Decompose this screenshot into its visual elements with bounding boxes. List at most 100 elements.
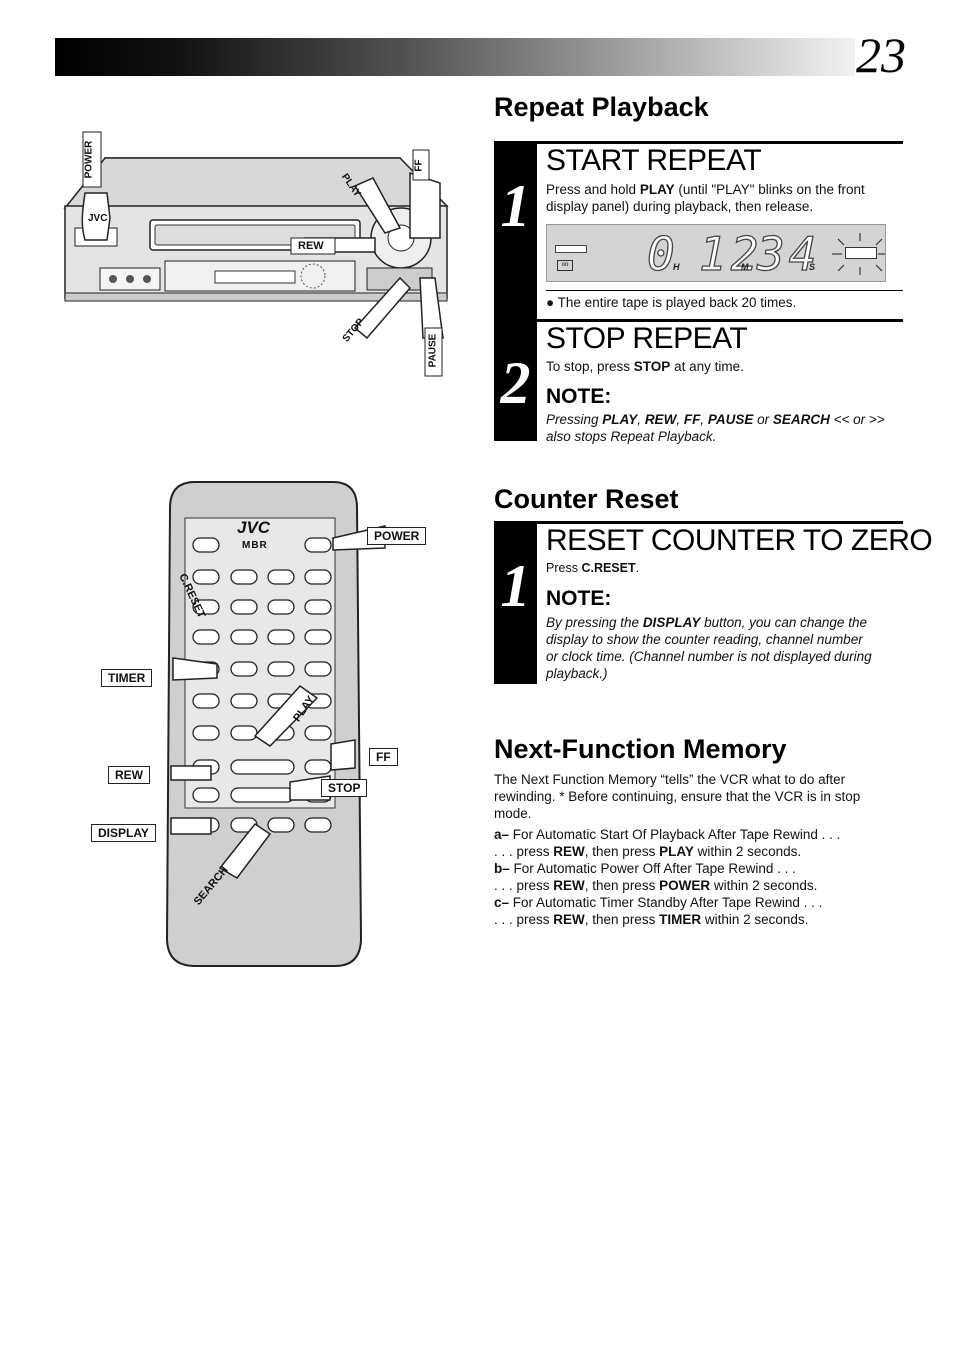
play-indicator-blinking <box>845 247 877 259</box>
reset-text-pre: Press <box>546 561 582 575</box>
vcr-rew-label: REW <box>298 240 324 252</box>
item-pre: . . . press <box>494 878 554 893</box>
remote-brand: JVC <box>237 518 271 537</box>
note-part: , <box>637 412 645 427</box>
counter-step-column: 1 <box>494 521 537 684</box>
stop-repeat-note-label: NOTE: <box>546 385 612 408</box>
stop-repeat-text-post: at any time. <box>670 359 744 374</box>
vcr-illustration <box>63 131 449 377</box>
vcr-label-boxes <box>82 131 443 377</box>
note-ff: FF <box>683 412 701 427</box>
start-repeat-text-post: (until "PLAY" blinks on the front displa… <box>546 182 865 214</box>
remote-power-label: POWER <box>367 527 427 545</box>
note-play: PLAY <box>602 412 638 427</box>
remote-display-label: DISPLAY <box>91 824 156 842</box>
vcr-ff-label: FF <box>413 159 425 172</box>
note-part: << or >> <box>829 412 885 427</box>
stop-repeat-text-pre: To stop, press <box>546 359 634 374</box>
reset-counter-heading: RESET COUNTER TO ZERO <box>546 524 933 557</box>
list-item: b– For Automatic Power Off After Tape Re… <box>494 860 904 894</box>
intro-line-1: The Next Function Memory “tells” the VCR… <box>494 772 846 787</box>
remote-rew-label: REW <box>108 766 150 784</box>
stop-keyword: STOP <box>633 359 671 374</box>
step-1-number: 1 <box>500 173 531 239</box>
display-digit-hours: 0 <box>646 227 679 281</box>
display-h-label: H <box>673 262 680 272</box>
counter-reset-title: Counter Reset <box>494 484 679 514</box>
note-rew: REW <box>644 412 677 427</box>
repeat-bullet-text: The entire tape is played back 20 times. <box>557 295 797 310</box>
reset-counter-rule <box>537 521 903 524</box>
counter-note-part: By pressing the <box>546 615 643 630</box>
stop-repeat-heading: STOP REPEAT <box>546 322 748 355</box>
counter-note-line-2: display to show the counter reading, cha… <box>546 632 863 647</box>
play-keyword: PLAY <box>639 182 675 197</box>
intro-line-2: rewinding. * Before continuing, ensure t… <box>494 789 861 804</box>
header-bar <box>55 38 855 76</box>
display-digit-seconds: 34 <box>756 227 821 281</box>
note-line-2: also stops Repeat Playback. <box>546 429 717 444</box>
counter-note-label: NOTE: <box>546 587 612 610</box>
display-m-label: M <box>741 262 749 272</box>
bullet-rule <box>546 290 903 291</box>
bullet-icon: ● <box>546 295 558 310</box>
note-part: , <box>676 412 684 427</box>
display-left-indicator <box>555 245 587 253</box>
item-mid: , then press <box>584 912 660 927</box>
repeat-step-column: 1 2 <box>494 141 537 441</box>
display-s-label: S <box>809 262 816 272</box>
next-function-title: Next-Function Memory <box>494 734 787 764</box>
item-mid: , then press <box>584 844 660 859</box>
stop-repeat-text: To stop, press STOP at any time. <box>546 358 744 375</box>
item-tag: b– <box>494 861 510 876</box>
start-repeat-text-pre: Press and hold <box>546 182 640 197</box>
item-tag: c– <box>494 895 510 910</box>
counter-note-part: button, you can change the <box>700 615 867 630</box>
counter-note-line-3: or clock time. (Channel number is not di… <box>546 649 872 664</box>
item-pre: . . . press <box>494 912 554 927</box>
item-key-1: REW <box>553 878 585 893</box>
vcr-pause-label: PAUSE <box>427 333 439 368</box>
item-key-2: TIMER <box>659 912 702 927</box>
reset-counter-text: Press C.RESET. <box>546 560 639 577</box>
item-pre: . . . press <box>494 844 554 859</box>
list-item: a– For Automatic Start Of Playback After… <box>494 826 904 860</box>
counter-note-line-4: playback.) <box>546 666 608 681</box>
item-key-1: REW <box>553 912 585 927</box>
start-repeat-text: Press and hold PLAY (until "PLAY" blinks… <box>546 181 896 215</box>
note-part: , <box>700 412 708 427</box>
list-item: c– For Automatic Timer Standby After Tap… <box>494 894 904 928</box>
step-2-number: 2 <box>500 350 531 416</box>
remote-stop-label: STOP <box>321 779 368 797</box>
item-post: within 2 seconds. <box>693 844 802 859</box>
next-function-intro: The Next Function Memory “tells” the VCR… <box>494 771 904 822</box>
start-repeat-rule <box>537 141 903 144</box>
remote-sub-brand: MBR <box>242 540 268 551</box>
start-repeat-heading: START REPEAT <box>546 144 762 177</box>
item-key-1: REW <box>553 844 585 859</box>
repeat-bullet: ● The entire tape is played back 20 time… <box>546 294 796 311</box>
repeat-playback-title: Repeat Playback <box>494 92 709 122</box>
counter-note: By pressing the DISPLAY button, you can … <box>546 614 906 682</box>
vcr-power-label: POWER <box>83 140 95 179</box>
note-part: Pressing <box>546 412 603 427</box>
item-key-2: POWER <box>659 878 711 893</box>
vcr-brand-label: JVC <box>88 213 108 224</box>
reset-text-post: . <box>635 561 640 575</box>
item-line-1: For Automatic Timer Standby After Tape R… <box>509 895 823 910</box>
remote-ff-label: FF <box>369 748 398 766</box>
cassette-icon: oo <box>557 260 573 271</box>
stop-repeat-rule <box>537 319 903 322</box>
remote-timer-label: TIMER <box>101 669 153 687</box>
intro-line-3: mode. <box>494 806 532 821</box>
creset-keyword: C.RESET <box>581 561 636 575</box>
display-digit-minutes: 12 <box>698 227 763 281</box>
item-post: within 2 seconds. <box>710 878 818 893</box>
next-function-list: a– For Automatic Start Of Playback After… <box>494 826 904 928</box>
item-post: within 2 seconds. <box>701 912 809 927</box>
front-display-panel: oo 0 H 12 M 34 S <box>546 224 886 282</box>
item-mid: , then press <box>584 878 660 893</box>
page-number: 23 <box>856 27 906 83</box>
remote-illustration <box>165 481 386 967</box>
item-key-2: PLAY <box>659 844 694 859</box>
